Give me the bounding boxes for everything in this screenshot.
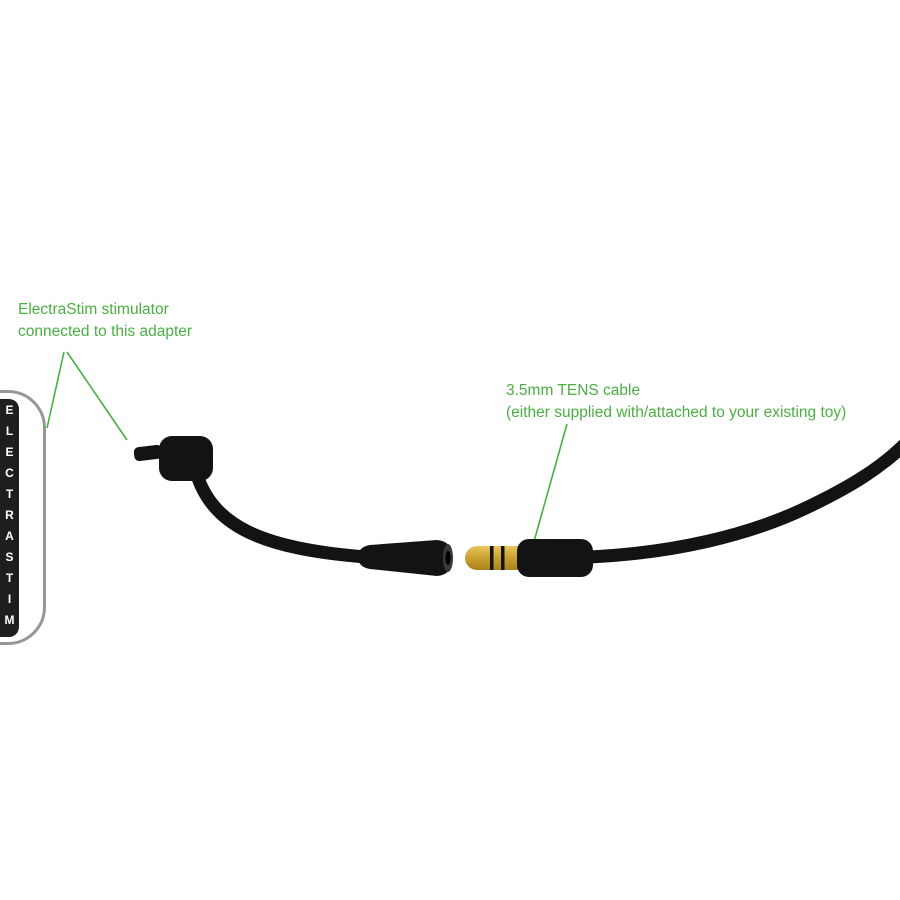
electrastim-badge-label: ELECTRASTIM	[2, 402, 17, 634]
annotation-stimulator: ElectraStim stimulator connected to this…	[18, 299, 192, 342]
socket-opening-hole	[445, 551, 451, 565]
annotation-tens-cable: 3.5mm TENS cable (either supplied with/a…	[506, 380, 846, 423]
annotation-stimulator-line2: connected to this adapter	[18, 322, 193, 340]
pointer-line-tens-plug	[532, 423, 568, 546]
plug-ring-separator-1	[490, 546, 494, 570]
annotation-tens-cable-line2: (either supplied with/attached to your e…	[506, 403, 847, 421]
plug-gold-tip	[465, 546, 484, 570]
annotation-tens-cable-line1: 3.5mm TENS cable	[506, 382, 641, 399]
right-angle-plug-tip-icon	[133, 444, 163, 462]
plug-body	[517, 539, 593, 577]
annotation-stimulator-line1: ElectraStim stimulator	[18, 301, 169, 318]
plug-ring-separator-2	[501, 546, 505, 570]
pointer-line-stimulator-right	[66, 351, 128, 441]
electrastim-badge: ELECTRASTIM	[0, 399, 19, 637]
pointer-line-stimulator-left	[46, 351, 65, 429]
tens-cable	[583, 439, 900, 564]
adapter-cable	[189, 465, 373, 564]
socket-connector-icon	[358, 540, 453, 576]
right-angle-plug-body-icon	[159, 436, 213, 481]
gold-3.5mm-plug-icon	[465, 539, 593, 577]
